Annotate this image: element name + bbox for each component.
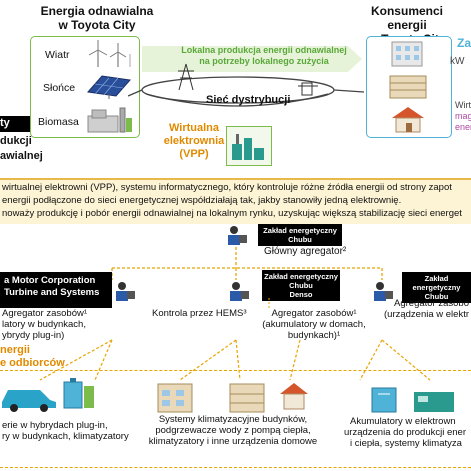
transmission-tower-icon <box>178 63 194 91</box>
right-aggregator-person-icon <box>374 282 393 301</box>
caption-1-line-1: erie w hybrydach plug-in, <box>2 420 108 431</box>
description-line-1: wirtualnej elektrowni (VPP), systemu inf… <box>2 182 452 193</box>
energy-storage-unit-icon <box>371 387 397 413</box>
toyota-aggregator-person-icon <box>116 282 135 301</box>
source-wind-label: Wiatr <box>45 49 70 61</box>
caption-2-line-2: podgrzewacze wody z pompą ciepła, <box>155 425 311 436</box>
toyota-aggregator-line-3: ybrydy plug-in) <box>2 330 65 341</box>
home-icon <box>280 383 308 410</box>
vpp-plant-icon <box>232 134 264 160</box>
chubu-main-box: Zakład energetyczny Chubu <box>258 224 342 246</box>
right-aggregator-line-1: Agregator zasobó <box>394 298 469 309</box>
solar-panel-icon <box>87 75 131 99</box>
caption-3-line-3: i ciepła, systemy klimatyza <box>350 438 462 449</box>
hierarchy-connectors <box>39 242 431 381</box>
denso-aggregator-line-3: budynkach)¹ <box>287 330 341 341</box>
caption-1-line-2: ry w budynkach, klimatyzatory <box>2 431 129 442</box>
toyota-box: a Motor Corporation Turbine and Systems <box>0 272 112 308</box>
description-line-3: noważy produkcję i pobór energii odnawia… <box>2 208 462 219</box>
grid-label: Sieć dystrybucji <box>206 94 291 106</box>
battery-storage-icon <box>63 378 94 409</box>
local-production-arrow <box>142 46 362 72</box>
right-aggregator-line-2: (urządzenia w elektr <box>384 309 470 320</box>
distribution-grid-loop <box>128 76 365 107</box>
main-aggregator-person-icon <box>228 226 247 245</box>
grid-tower-icon <box>298 82 318 96</box>
energy-cut-label: nergii <box>0 344 30 356</box>
right-cut-label-za: Za <box>457 36 471 50</box>
right-cut-label-kw: kW <box>450 56 465 67</box>
description-band <box>0 178 471 224</box>
left-cut-label-2: dukcji <box>0 135 32 147</box>
right-cut-label-ene: ener <box>455 122 471 132</box>
hems-label: Kontrola przez HEMS³ <box>152 308 247 319</box>
consumers-dashed-frame <box>0 370 471 468</box>
main-aggregator-label: Główny agregator² <box>264 246 347 257</box>
wind-turbine-icon <box>88 40 131 67</box>
hems-person-icon <box>230 282 249 301</box>
right-chubu-box: Zakład energetyczny Chubu <box>402 272 471 303</box>
denso-link-icon <box>268 298 270 308</box>
left-cut-label-3: awialnej <box>0 150 43 162</box>
description-line-2: energii podłączone do sieci energetyczne… <box>2 195 402 206</box>
renewable-title: Energia odnawialna w Toyota City <box>40 4 154 32</box>
toyota-aggregator-line-1: Agregator zasobów¹ <box>2 308 88 319</box>
house-icon <box>392 107 424 133</box>
plug-in-hybrid-car-icon <box>2 390 56 412</box>
caption-3-line-1: Akumulatory w elektrown <box>350 416 456 427</box>
left-cut-black-bar <box>0 116 30 132</box>
caption-2-line-3: klimatyzatory i inne urządzenia domowe <box>148 436 318 447</box>
consumers-cut-label: e odbiorców <box>0 357 65 369</box>
vpp-label: Wirtualna elektrownia (VPP) <box>163 122 225 160</box>
right-cut-label-mag: maga <box>455 111 471 121</box>
left-cut-label-1: ty <box>0 117 10 129</box>
cogeneration-unit-icon <box>414 392 454 412</box>
caption-3-line-2: urządzenia do produkcji ener <box>344 427 466 438</box>
tower-building-icon <box>391 41 423 67</box>
right-cut-label-wirt: Wirtu <box>455 100 471 110</box>
chubu-denso-box: Zakład energetyczny Chubu Denso <box>262 270 340 301</box>
biomass-plant-icon <box>87 107 132 133</box>
denso-aggregator-line-2: (akumulatory w domach, <box>262 319 366 330</box>
heat-pump-building-icon <box>229 383 265 413</box>
local-production-text: Lokalna produkcja energii odnawialnej na… <box>181 45 347 66</box>
caption-2-line-1: Systemy klimatyzacyjne budynków, <box>158 414 308 425</box>
building-hvac-icon <box>157 383 193 413</box>
source-sun-label: Słońce <box>43 82 76 94</box>
office-building-icon <box>389 75 427 99</box>
denso-aggregator-line-1: Agregator zasobów¹ <box>271 308 357 319</box>
source-biomass-label: Biomasa <box>38 116 79 128</box>
toyota-aggregator-line-2: latory w budynkach, <box>2 319 86 330</box>
